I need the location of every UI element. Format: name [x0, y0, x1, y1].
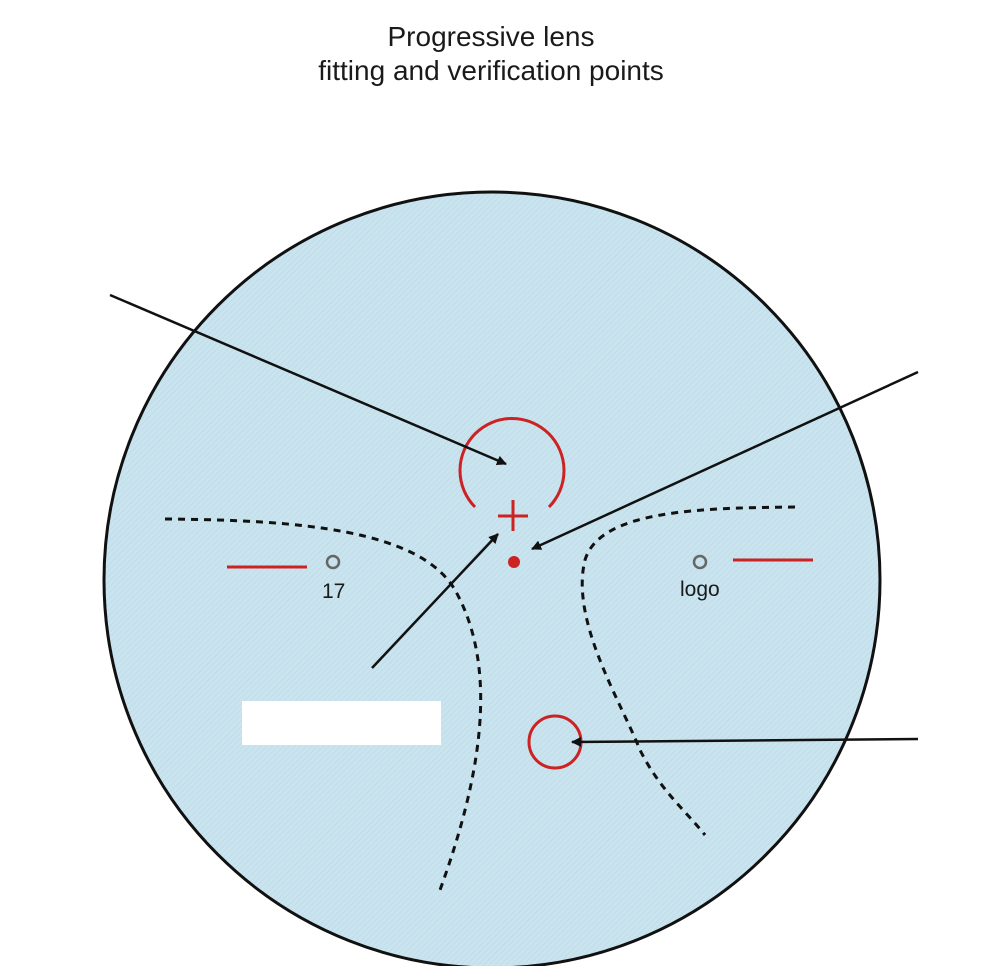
engraving-label-left: 17 — [322, 580, 345, 603]
blank-label-box — [242, 701, 441, 745]
fitting-cross — [498, 500, 528, 531]
callout-arrow-near-reference — [571, 736, 919, 747]
diagram-title: Progressive lens fitting and verificatio… — [0, 20, 982, 88]
title-line-2: fitting and verification points — [318, 55, 664, 86]
callout-arrow-prism-reference — [531, 370, 919, 551]
engraving-circle-left — [325, 554, 341, 570]
engraving-circle-right — [692, 554, 708, 570]
callout-arrow-distance-reference — [109, 293, 507, 466]
engraving-label-right: logo — [680, 578, 720, 601]
corridor-boundary-left — [164, 517, 483, 891]
distance-reference-circle — [458, 417, 566, 509]
title-line-1: Progressive lens — [387, 21, 595, 52]
corridor-boundary-right — [580, 505, 796, 836]
callout-arrow-fitting-cross — [371, 533, 499, 669]
lens-outline — [102, 190, 882, 966]
prism-reference-dot — [508, 556, 520, 568]
